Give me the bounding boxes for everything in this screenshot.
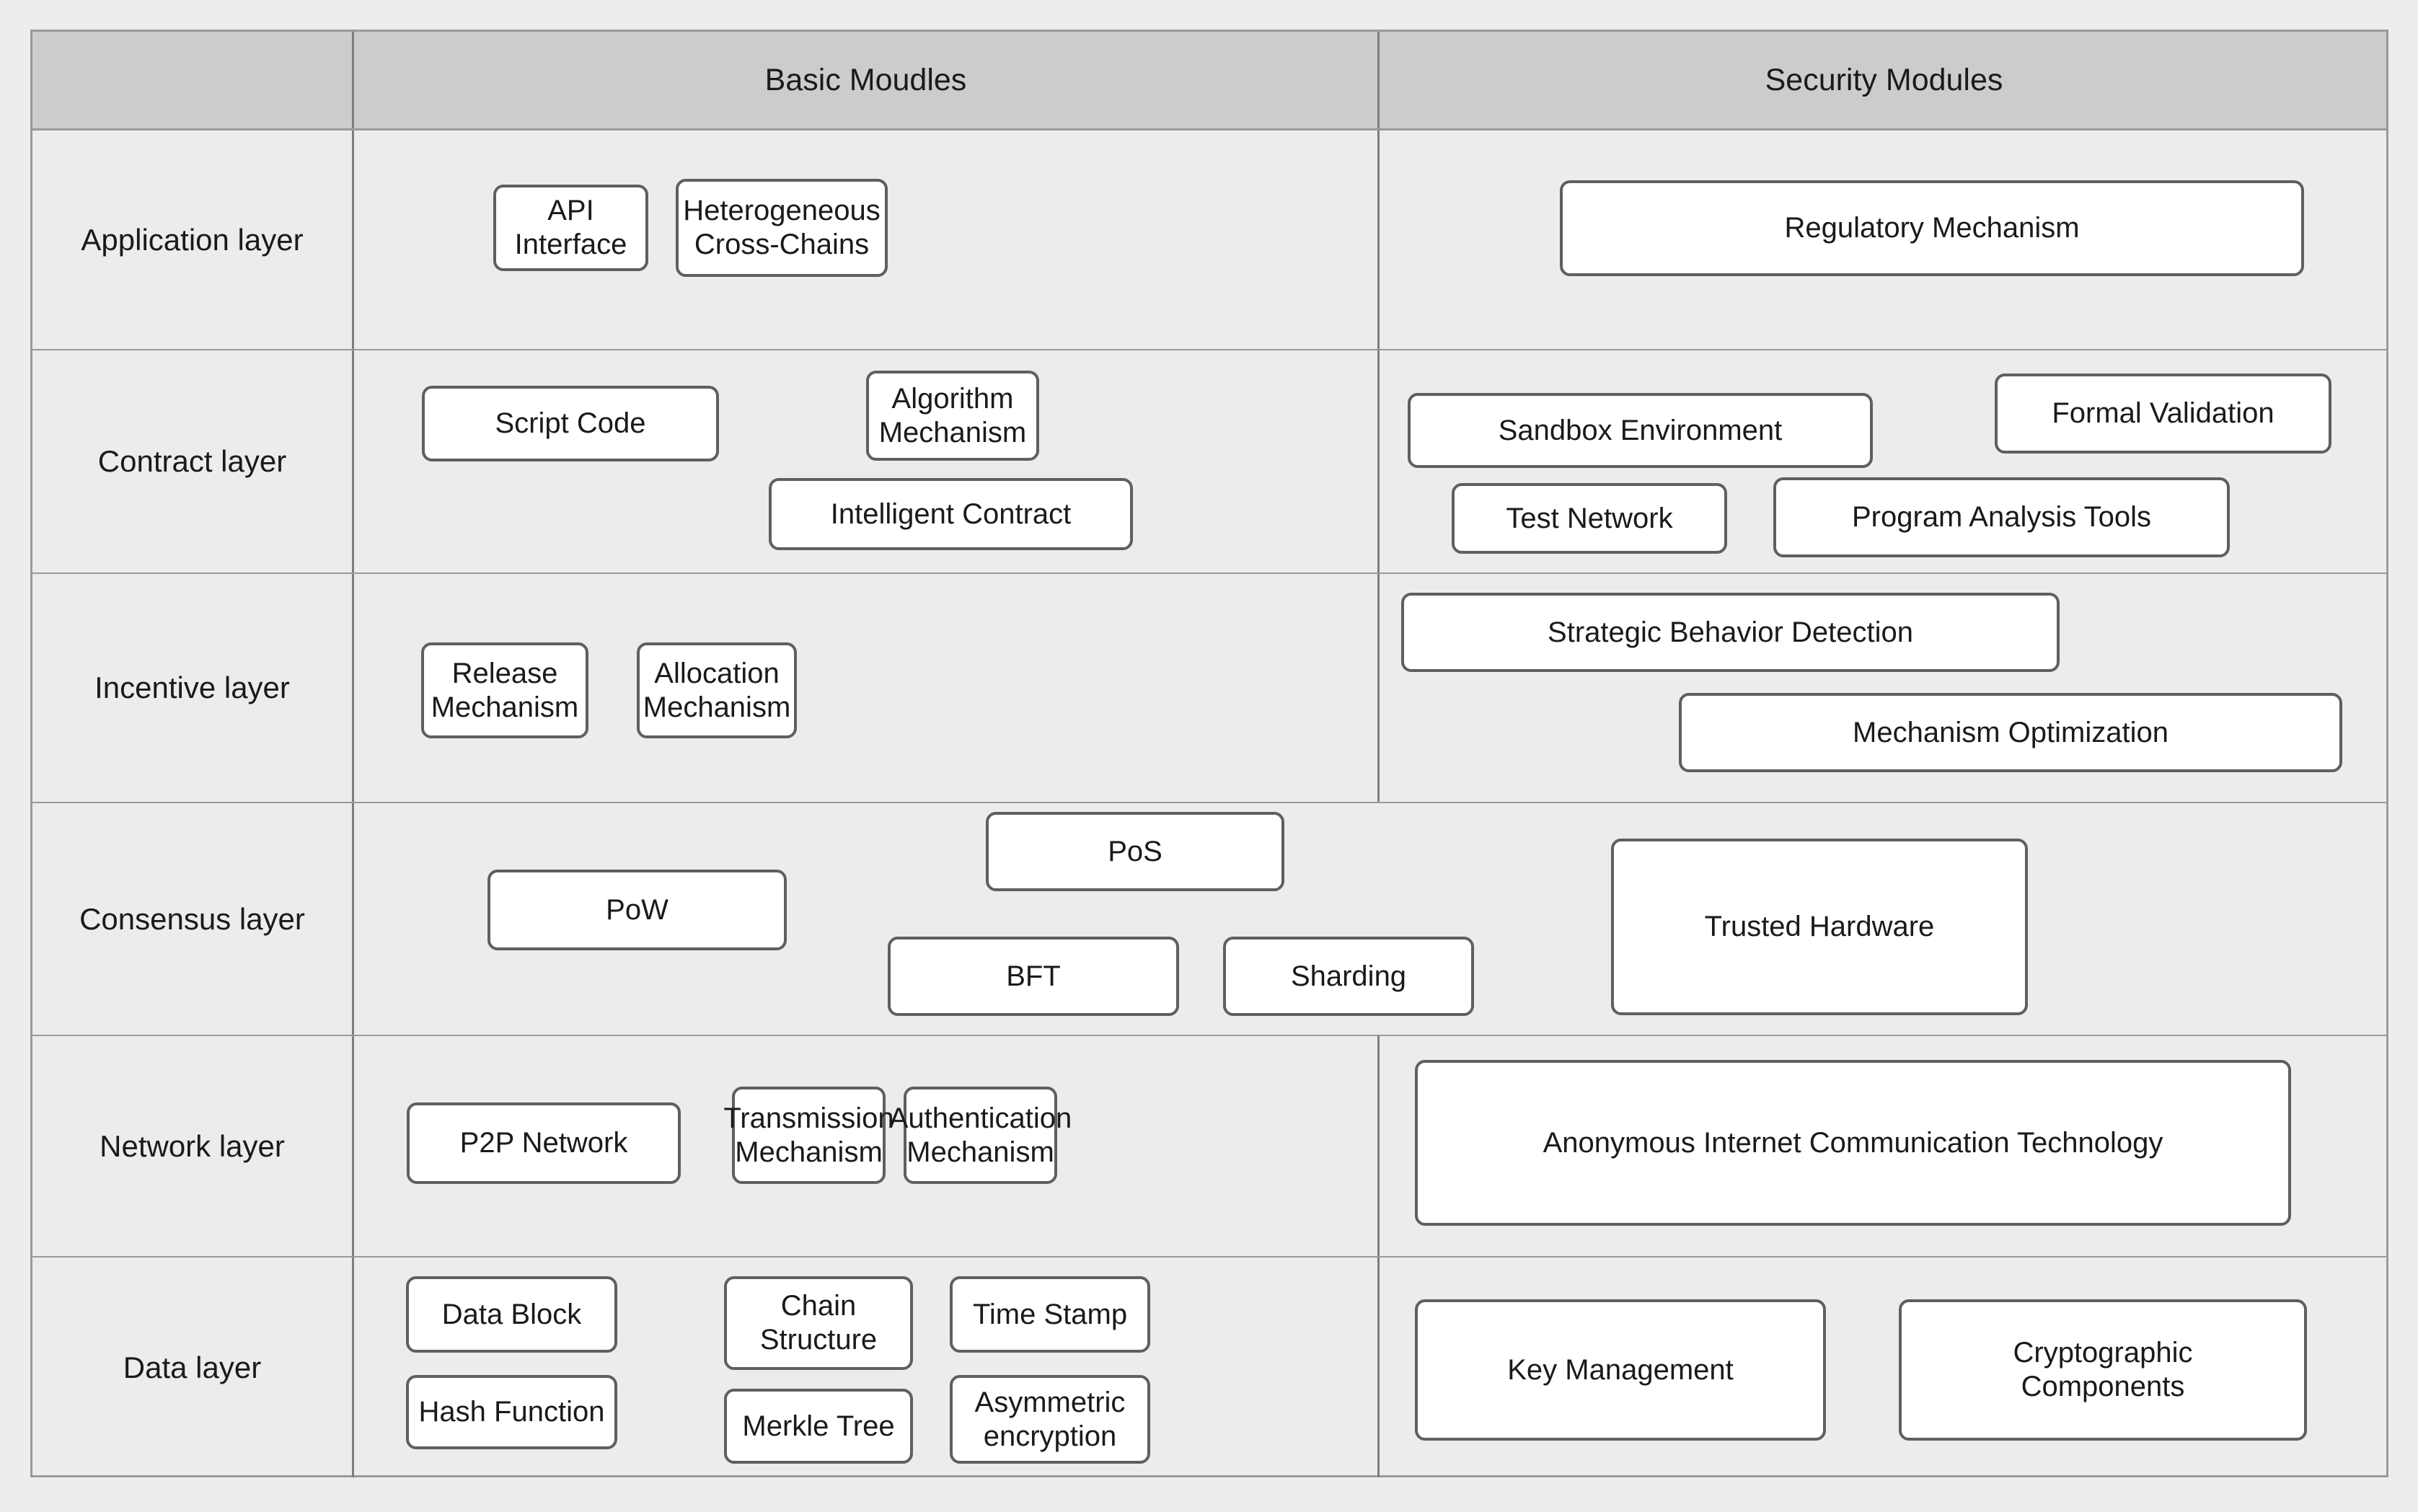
cell-contract-security: Sandbox Environment Formal Validation Te…	[1382, 350, 2388, 572]
table-row: Application layer API Interface Heteroge…	[32, 131, 2386, 350]
table-row: Incentive layer Release Mechanism Alloca…	[32, 574, 2386, 803]
architecture-table: Basic Moudles Security Modules Applicati…	[30, 30, 2388, 1477]
module-time-stamp[interactable]: Time Stamp	[950, 1276, 1150, 1353]
header-corner-cell	[32, 32, 354, 128]
cell-data-security: Key Management Cryptographic Components	[1382, 1257, 2388, 1477]
module-anonymous-internet-communication-technology[interactable]: Anonymous Internet Communication Technol…	[1415, 1060, 2291, 1226]
module-sharding[interactable]: Sharding	[1223, 937, 1474, 1016]
module-api-interface[interactable]: API Interface	[493, 185, 648, 271]
module-sandbox-environment[interactable]: Sandbox Environment	[1408, 393, 1873, 468]
row-label-consensus-layer: Consensus layer	[32, 803, 354, 1035]
module-mechanism-optimization[interactable]: Mechanism Optimization	[1679, 693, 2342, 772]
module-cryptographic-components[interactable]: Cryptographic Components	[1899, 1299, 2307, 1441]
row-label-data-layer: Data layer	[32, 1257, 354, 1477]
module-intelligent-contract[interactable]: Intelligent Contract	[769, 478, 1133, 550]
cell-incentive-basic: Release Mechanism Allocation Mechanism	[354, 574, 1380, 802]
table-row: Data layer Data Block Chain Structure Ti…	[32, 1257, 2386, 1477]
cell-application-basic: API Interface Heterogeneous Cross-Chains	[354, 131, 1380, 349]
module-heterogeneous-cross-chains[interactable]: Heterogeneous Cross-Chains	[676, 179, 888, 277]
row-label-application-layer: Application layer	[32, 131, 354, 349]
module-merkle-tree[interactable]: Merkle Tree	[724, 1389, 913, 1464]
module-strategic-behavior-detection[interactable]: Strategic Behavior Detection	[1401, 593, 2060, 672]
cell-consensus-merged: PoS PoW BFT Sharding Trusted Hardware	[354, 803, 2386, 1035]
cell-data-basic: Data Block Chain Structure Time Stamp Ha…	[354, 1257, 1380, 1477]
module-p2p-network[interactable]: P2P Network	[407, 1102, 681, 1184]
module-allocation-mechanism[interactable]: Allocation Mechanism	[637, 642, 797, 738]
cell-network-basic: P2P Network Transmission Mechanism Authe…	[354, 1036, 1380, 1256]
cell-network-security: Anonymous Internet Communication Technol…	[1382, 1036, 2388, 1256]
row-label-network-layer: Network layer	[32, 1036, 354, 1256]
module-data-block[interactable]: Data Block	[406, 1276, 617, 1353]
row-label-contract-layer: Contract layer	[32, 350, 354, 572]
cell-application-security: Regulatory Mechanism	[1382, 131, 2388, 349]
module-key-management[interactable]: Key Management	[1415, 1299, 1826, 1441]
module-hash-function[interactable]: Hash Function	[406, 1375, 617, 1449]
module-program-analysis-tools[interactable]: Program Analysis Tools	[1773, 477, 2230, 557]
module-test-network[interactable]: Test Network	[1452, 483, 1727, 554]
module-script-code[interactable]: Script Code	[422, 386, 719, 461]
module-algorithm-mechanism[interactable]: Algorithm Mechanism	[866, 371, 1039, 461]
module-release-mechanism[interactable]: Release Mechanism	[421, 642, 588, 738]
header-security-modules: Security Modules	[1765, 62, 2003, 97]
module-transmission-mechanism[interactable]: Transmission Mechanism	[723, 1087, 894, 1184]
module-asymmetric-encryption[interactable]: Asymmetric encryption	[950, 1375, 1150, 1464]
module-bft[interactable]: BFT	[888, 937, 1179, 1016]
header-basic-modules: Basic Moudles	[354, 32, 1380, 128]
table-row: Consensus layer PoS PoW BFT Sharding Tru…	[32, 803, 2386, 1036]
table-row: Network layer P2P Network Transmission M…	[32, 1036, 2386, 1257]
table-row: Contract layer Script Code Algorithm Mec…	[32, 350, 2386, 574]
table-header-row: Basic Moudles Security Modules	[32, 32, 2386, 131]
module-regulatory-mechanism[interactable]: Regulatory Mechanism	[1560, 180, 2304, 276]
module-pos[interactable]: PoS	[986, 812, 1284, 891]
module-authentication-mechanism[interactable]: Authentication Mechanism	[889, 1087, 1072, 1184]
module-formal-validation[interactable]: Formal Validation	[1995, 373, 2331, 454]
module-pow[interactable]: PoW	[487, 870, 787, 950]
module-chain-structure[interactable]: Chain Structure	[724, 1276, 913, 1370]
cell-incentive-security: Strategic Behavior Detection Mechanism O…	[1382, 574, 2388, 802]
row-label-incentive-layer: Incentive layer	[32, 574, 354, 802]
cell-contract-basic: Script Code Algorithm Mechanism Intellig…	[354, 350, 1380, 572]
module-trusted-hardware[interactable]: Trusted Hardware	[1611, 839, 2028, 1015]
